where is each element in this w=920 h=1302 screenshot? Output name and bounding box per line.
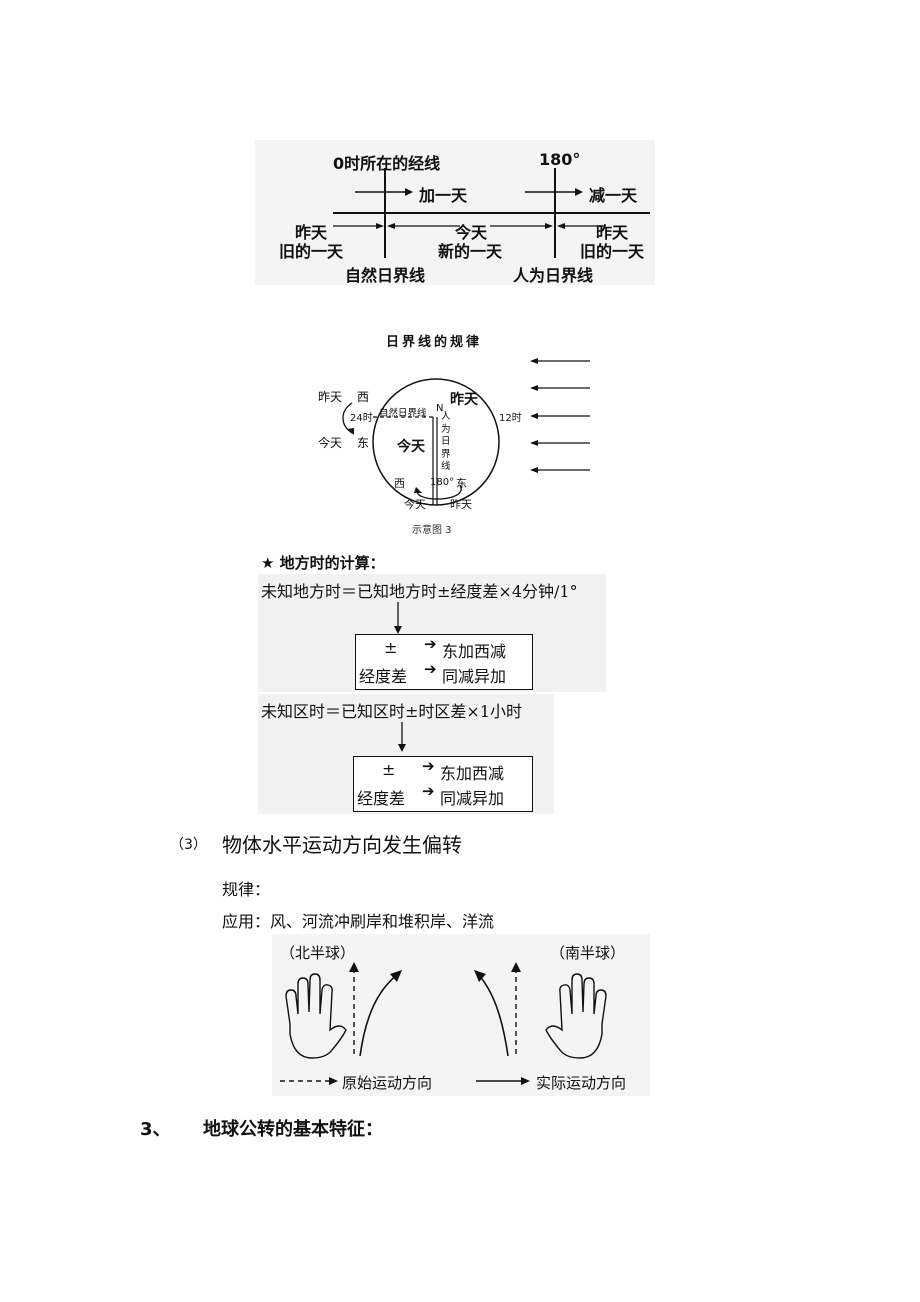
west-bottom: 西	[394, 477, 405, 490]
heading3-title: 地球公转的基本特征：	[203, 1119, 383, 1140]
h12-label: 12时	[499, 413, 522, 424]
section-number: （3）	[170, 837, 207, 853]
west-left: 西	[357, 390, 370, 404]
box1-row1-right: 东加西减	[442, 642, 507, 661]
box2-row2-right: 同减异加	[440, 789, 505, 808]
today-inside: 今天	[397, 439, 425, 455]
rule-box-1: ± ➔ 东加西减 经度差 ➔ 同减异加	[355, 634, 533, 690]
box2-row1-left: ±	[382, 760, 396, 779]
deflection-diagram: （北半球） （南半球） 原始运动方向 实际运动方向	[272, 934, 650, 1096]
artificial-char-3: 日	[441, 436, 451, 447]
arrow-icon: ➔	[424, 635, 437, 653]
arrow-icon: ➔	[424, 660, 437, 678]
artificial-char-5: 线	[441, 461, 451, 472]
calc-block-1: 未知地方时＝已知地方时±经度差×4分钟/1° ± ➔ 东加西减 经度差 ➔ 同减…	[258, 574, 606, 692]
old-day-right-label: 旧的一天	[580, 242, 645, 261]
box2-row2-left: 经度差	[357, 789, 406, 808]
arrow-icon: ➔	[422, 757, 435, 775]
fig2-title: 日界线的规律	[386, 335, 483, 350]
section-title: 物体水平运动方向发生偏转	[222, 833, 462, 857]
box2-row1-right: 东加西减	[440, 764, 505, 783]
calc-block-2: 未知区时＝已知区时±时区差×1小时 ± ➔ 东加西减 经度差 ➔ 同减异加	[258, 694, 554, 814]
date-line-diagram: 0时所在的经线 180° 加一天 减一天 昨天 旧的一天 今天 新的一天 昨天 …	[255, 140, 655, 285]
artificial-char-1: 人	[441, 411, 451, 422]
artificial-line-label: 人为日界线	[513, 266, 594, 285]
add-day-label: 加一天	[419, 186, 468, 205]
deg180-label: 180°	[430, 477, 455, 488]
box1-row2-left: 经度差	[359, 667, 408, 686]
yesterday-bottom: 昨天	[450, 498, 472, 511]
formula-2: 未知区时＝已知区时±时区差×1小时	[261, 702, 522, 721]
yesterday-right-label: 昨天	[596, 223, 629, 242]
artificial-line-vertical: 人 为 日 界 线	[441, 411, 451, 474]
rule-label: 规律：	[222, 880, 271, 899]
legend-solid-label: 实际运动方向	[536, 1074, 627, 1092]
artificial-char-4: 界	[441, 448, 451, 460]
north-hemisphere-label: （北半球）	[280, 944, 356, 962]
new-day-label: 新的一天	[438, 242, 503, 261]
yesterday-inside: 昨天	[450, 392, 478, 408]
heading3-number: 3、	[140, 1119, 171, 1140]
legend-dashed-label: 原始运动方向	[342, 1074, 433, 1092]
application-label: 应用：风、河流冲刷岸和堆积岸、洋流	[222, 912, 495, 931]
yesterday-left: 昨天	[318, 390, 343, 404]
east-bottom: 东	[456, 477, 467, 490]
east-left: 东	[357, 436, 370, 450]
today-left: 今天	[318, 436, 343, 450]
box1-row1-left: ±	[384, 638, 398, 657]
yesterday-label: 昨天	[295, 223, 328, 242]
h24-label: 24时	[350, 413, 373, 424]
fig2-caption: 示意图 3	[412, 525, 452, 536]
rule-box-2: ± ➔ 东加西减 经度差 ➔ 同减异加	[353, 756, 533, 812]
n-label: N	[436, 403, 444, 414]
south-hemisphere-label: （南半球）	[550, 944, 626, 962]
degree-label: 180°	[539, 150, 581, 169]
box1-row2-right: 同减异加	[442, 667, 507, 686]
left-hand-icon	[285, 973, 347, 1059]
natural-line-inner: 自然日界线	[379, 408, 427, 419]
arrow-icon: ➔	[422, 782, 435, 800]
right-hand-icon	[545, 973, 607, 1059]
sub-day-label: 减一天	[589, 186, 638, 205]
today-bottom: 今天	[404, 498, 426, 511]
old-day-label: 旧的一天	[279, 242, 344, 261]
today-label: 今天	[455, 223, 488, 242]
meridian-label: 0时所在的经线	[333, 154, 441, 173]
artificial-char-2: 为	[441, 423, 451, 435]
natural-line-label: 自然日界线	[345, 266, 426, 285]
date-line-rule-diagram: 日界线的规律 昨天 西 24时 今天 东 自然日界线 N 人 为 日 界 线 昨…	[300, 325, 605, 543]
formula-1: 未知地方时＝已知地方时±经度差×4分钟/1°	[261, 582, 578, 601]
calc-heading: ★ 地方时的计算：	[261, 554, 385, 572]
